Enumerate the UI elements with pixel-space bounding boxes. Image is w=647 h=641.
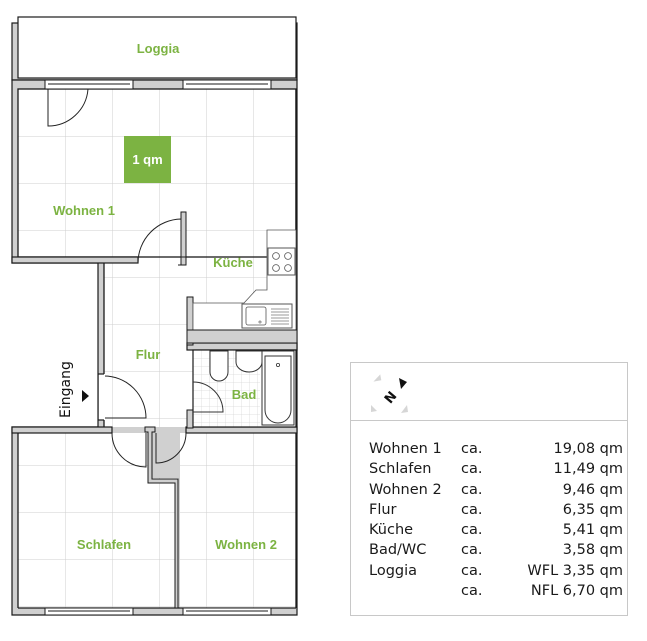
room-label-schlafen: Schlafen [77, 537, 131, 552]
windows [44, 79, 272, 616]
floor-plan: Loggia [11, 16, 298, 616]
scale-marker: 1 qm [124, 136, 171, 183]
room-label-flur: Flur [136, 347, 161, 362]
room-label-loggia: Loggia [137, 41, 180, 56]
legend-header: N [351, 363, 627, 421]
room-label-bad: Bad [232, 387, 257, 402]
stove-icon [267, 247, 296, 276]
door-loggia [47, 88, 89, 127]
svg-text:N: N [382, 389, 400, 407]
scale-marker-label: 1 qm [132, 152, 162, 167]
room-label-wohnen1: Wohnen 1 [53, 203, 115, 218]
door-entrance [103, 375, 147, 419]
door-bad [192, 381, 224, 413]
bathroom-sink-icon [235, 350, 263, 373]
room-schlafen [18, 433, 178, 608]
kitchen-sink-icon [241, 303, 293, 329]
door-schlafen [111, 432, 147, 468]
room-bad [192, 349, 297, 428]
kitchen-fittings [186, 229, 298, 344]
room-wohnen2 [180, 433, 296, 608]
entrance-label: Eingang [58, 361, 74, 418]
entrance-arrow-icon [82, 390, 89, 402]
toilet-icon [209, 350, 229, 382]
bathtub-icon [261, 350, 295, 426]
room-label-kueche: Küche [213, 255, 253, 270]
door-wohnen2 [155, 432, 187, 464]
doors [47, 88, 187, 468]
table-row: ca.NFL 6,70 qm [461, 583, 623, 600]
room-label-wohnen2: Wohnen 2 [215, 537, 277, 552]
north-arrow-icon: N [371, 374, 408, 413]
door-wohnen1 [137, 218, 182, 264]
room-loggia: Loggia [11, 16, 298, 81]
